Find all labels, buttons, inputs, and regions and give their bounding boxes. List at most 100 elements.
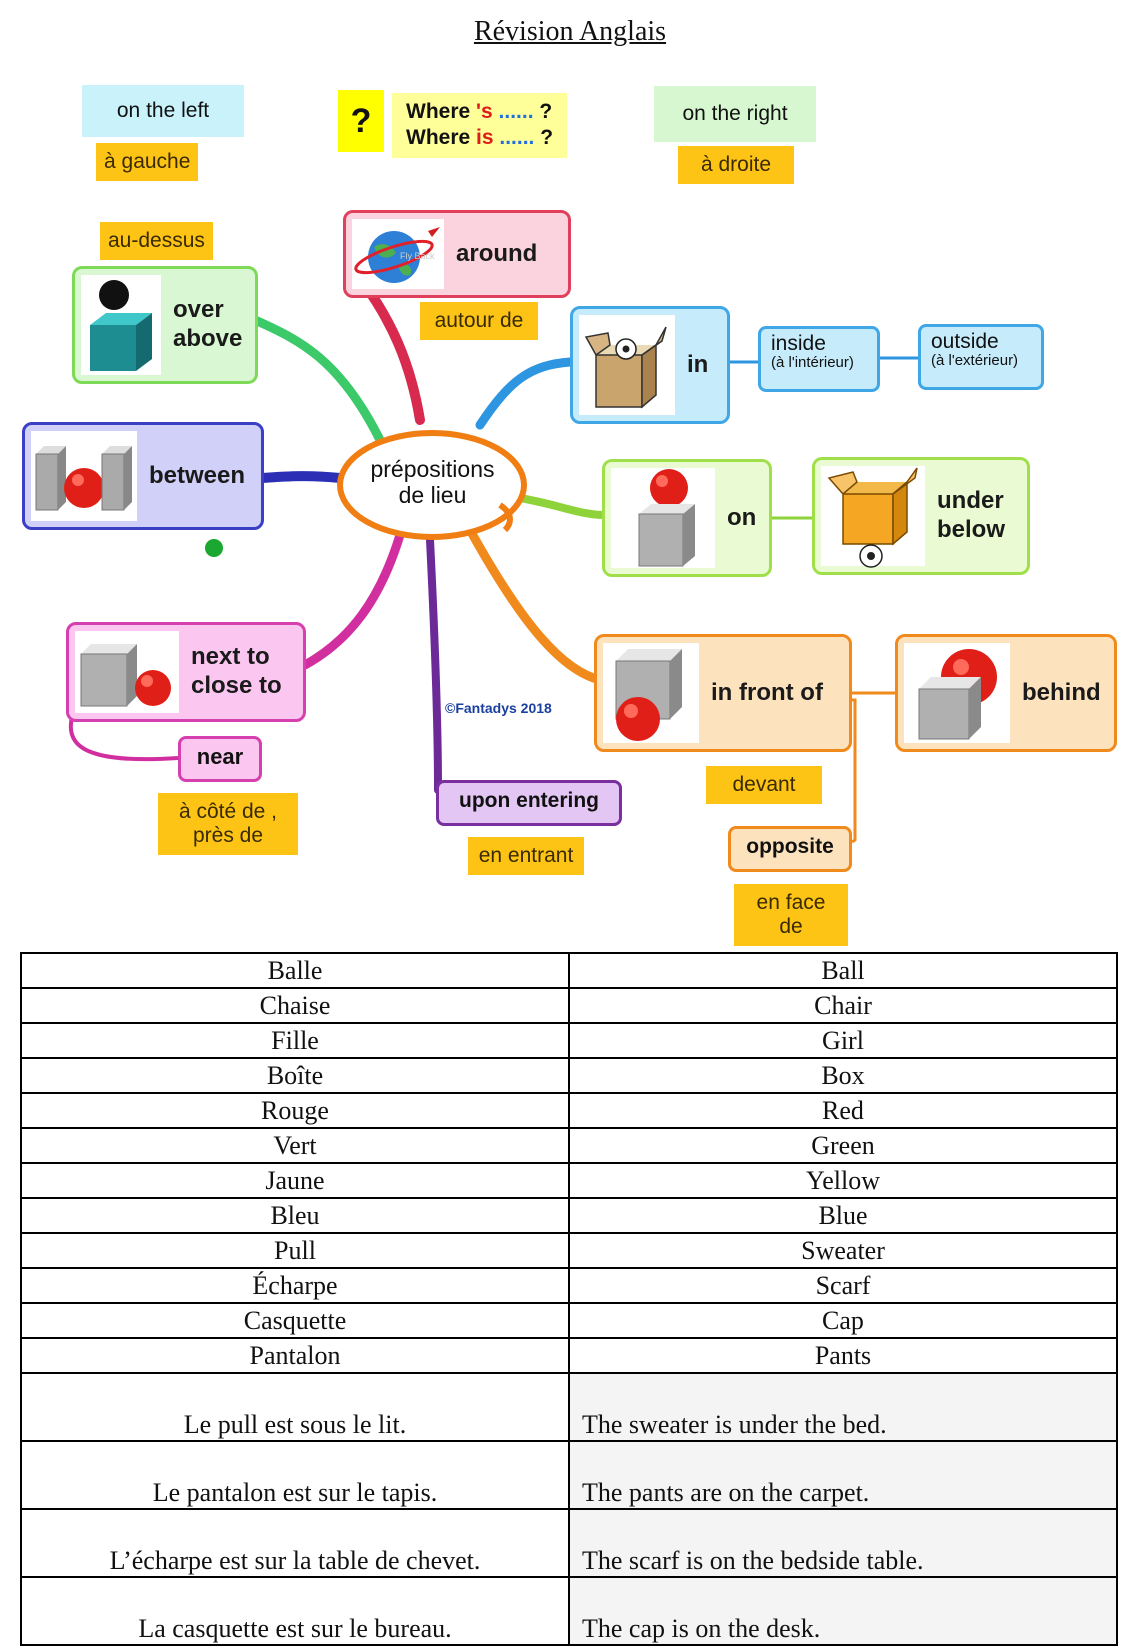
in-front-of-picture xyxy=(603,643,699,743)
open-box-with-ball-inside-icon xyxy=(584,326,667,409)
in-node: in xyxy=(570,306,730,424)
upon-entering-node: upon entering xyxy=(436,780,622,826)
globe-caption: Fly Back xyxy=(400,251,435,261)
center-line-1: prépositions xyxy=(370,456,495,482)
sentence-row: La casquette est sur le bureau.The cap i… xyxy=(20,1576,1118,1646)
on-node: on xyxy=(602,459,772,577)
outside-fr-label: (à l'extérieur) xyxy=(931,352,1019,370)
french-word: Bleu xyxy=(20,1197,570,1234)
near-node: near xyxy=(178,736,262,782)
prepositions-mind-map: on the left à gauche ? Where 's ...... ?… xyxy=(22,85,1117,947)
behind-node: behind xyxy=(895,634,1117,752)
where-dots-1: ...... xyxy=(492,100,534,123)
ball-next-to-box-icon xyxy=(80,644,171,707)
english-word: Green xyxy=(568,1127,1118,1164)
in-front-of-node: in front of xyxy=(594,634,852,752)
under-picture xyxy=(821,466,925,568)
where-text-2: Where xyxy=(406,126,477,150)
english-sentence: The cap is on the desk. xyxy=(568,1576,1118,1646)
behind-picture xyxy=(904,643,1010,743)
sentence-row: Le pull est sous le lit.The sweater is u… xyxy=(20,1372,1118,1442)
pres-de-text: près de xyxy=(192,824,264,848)
en-entrant-label: en entrant xyxy=(468,837,584,876)
on-label: on xyxy=(727,503,757,531)
french-word: Pantalon xyxy=(20,1337,570,1374)
where-dots-2: ...... xyxy=(493,126,535,150)
french-sentence: L’écharpe est sur la table de chevet. xyxy=(20,1508,570,1578)
ball-in-front-of-box-icon xyxy=(615,649,682,741)
french-word: Chaise xyxy=(20,987,570,1024)
english-word: Cap xyxy=(568,1302,1118,1339)
a-cote-de-label: à côté de , près de xyxy=(158,793,298,856)
french-word: Rouge xyxy=(20,1092,570,1129)
on-the-left-label: on the left xyxy=(82,85,244,137)
where-question-box: Where 's ...... ? Where is ...... ? xyxy=(392,93,568,158)
center-ellipse xyxy=(337,430,527,540)
devant-label: devant xyxy=(706,766,822,805)
on-the-right-label: on the right xyxy=(654,86,816,142)
a-droite-label: à droite xyxy=(678,146,794,185)
over-picture xyxy=(81,275,161,375)
french-word: Boîte xyxy=(20,1057,570,1094)
branch-around xyxy=(360,280,425,425)
where-q-1: ? xyxy=(533,100,553,123)
autour-de-label: autour de xyxy=(420,302,538,341)
ball-behind-box-icon xyxy=(918,649,997,740)
french-sentence: Le pull est sous le lit. xyxy=(20,1372,570,1442)
branch-between xyxy=(257,471,345,483)
around-label: around xyxy=(456,239,538,267)
opposite-node: opposite xyxy=(728,826,852,872)
branch-next-to xyxy=(300,530,405,670)
english-sentence: The scarf is on the bedside table. xyxy=(568,1508,1118,1578)
copyright-credit: ©Fantadys 2018 xyxy=(445,700,552,716)
french-word: Casquette xyxy=(20,1302,570,1339)
box-with-ball-under-icon xyxy=(827,467,918,568)
english-word: Ball xyxy=(568,952,1118,989)
mind-map-branches xyxy=(68,280,920,844)
branch-over xyxy=(250,315,385,445)
english-word: Blue xyxy=(568,1197,1118,1234)
en-face-de-label: en face de xyxy=(734,884,848,947)
inside-node: inside (à l'intérieur) xyxy=(758,326,880,392)
center-topic: prépositions de lieu xyxy=(345,456,520,509)
box-with-ball-above-icon xyxy=(90,280,152,371)
over-label: over xyxy=(173,296,224,324)
french-word: Fille xyxy=(20,1022,570,1059)
english-word: Chair xyxy=(568,987,1118,1024)
branch-in-front-of xyxy=(465,525,605,685)
question-mark-box: ? xyxy=(338,90,384,152)
next-to-label: next to xyxy=(191,643,270,671)
inside-label: inside xyxy=(771,332,826,355)
around-picture: Fly Back xyxy=(352,219,444,289)
center-line-2: de lieu xyxy=(398,482,467,509)
french-sentence: La casquette est sur le bureau. xyxy=(20,1576,570,1646)
au-dessus-label: au-dessus xyxy=(100,222,213,261)
english-word: Pants xyxy=(568,1337,1118,1374)
inside-fr-label: (à l'intérieur) xyxy=(771,354,854,372)
french-word: Jaune xyxy=(20,1162,570,1199)
french-sentence: Le pantalon est sur le tapis. xyxy=(20,1440,570,1510)
branch-in xyxy=(475,357,575,430)
on-picture xyxy=(611,468,715,568)
where-text-1: Where xyxy=(406,100,477,123)
english-word: Yellow xyxy=(568,1162,1118,1199)
a-gauche-label: à gauche xyxy=(96,143,199,182)
french-word: Écharpe xyxy=(20,1267,570,1304)
between-label: between xyxy=(149,461,246,489)
around-node: Fly Back around xyxy=(343,210,571,298)
between-node: between xyxy=(22,422,264,530)
close-to-label: close to xyxy=(191,672,282,699)
english-word: Girl xyxy=(568,1022,1118,1059)
english-sentence: The sweater is under the bed. xyxy=(568,1372,1118,1442)
